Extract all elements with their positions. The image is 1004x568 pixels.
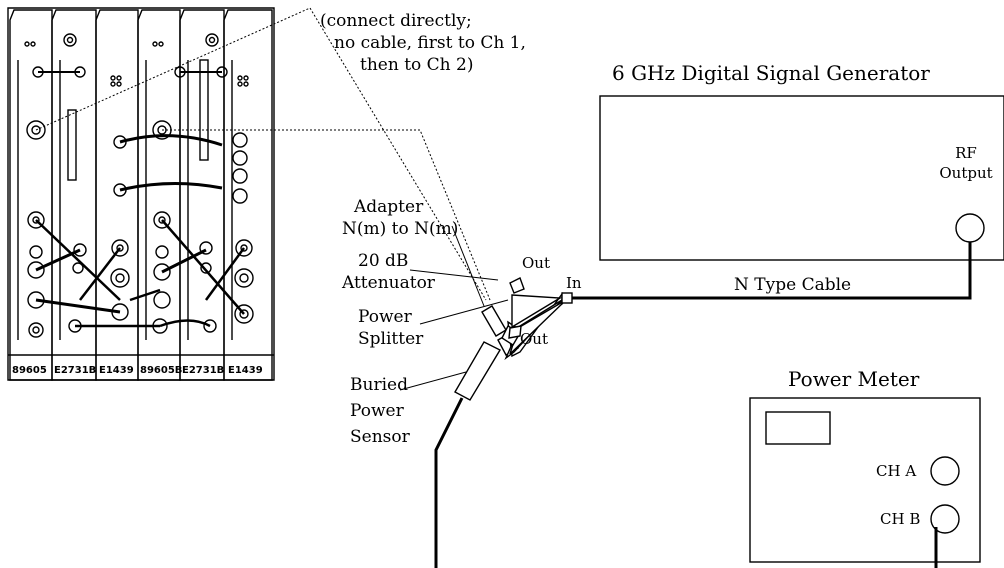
channel-a-connector-icon xyxy=(930,456,960,486)
note-line-2: no cable, first to Ch 1, xyxy=(334,33,526,53)
signal-generator: 6 GHz Digital Signal Generator RF Output xyxy=(599,61,1004,261)
attenuator-label-1: 20 dB xyxy=(358,251,408,271)
power-meter-title: Power Meter xyxy=(788,367,920,391)
splitter-input-port xyxy=(561,292,573,304)
splitter-label-2: Splitter xyxy=(358,329,424,349)
sensor-label-1: Buried xyxy=(350,375,408,395)
rf-output-label-2: Output xyxy=(939,164,992,182)
module-label-6: E1439 xyxy=(228,365,263,376)
component-labels: Adapter N(m) to N(m) 20 dB Attenuator Po… xyxy=(341,197,582,447)
port-out-top-label: Out xyxy=(522,254,550,272)
note-line-1: (connect directly; xyxy=(320,11,472,31)
adapter-label-1: Adapter xyxy=(353,197,424,217)
note-line-3: then to Ch 2) xyxy=(360,55,473,75)
direct-connection-leaders xyxy=(35,7,491,301)
port-in-label: In xyxy=(566,274,582,292)
vxi-mainframe xyxy=(7,7,275,381)
splitter-label-1: Power xyxy=(358,307,413,327)
port-out-bottom-label: Out xyxy=(520,330,548,348)
n-type-cable: N Type Cable xyxy=(572,242,972,300)
splitter-assembly xyxy=(454,291,573,401)
module-label-4: 89605B xyxy=(140,365,182,376)
module-label-1: 89605 xyxy=(12,365,47,376)
sensor-label-2: Power xyxy=(350,401,405,421)
power-meter-display xyxy=(765,411,831,445)
channel-b-label: CH B xyxy=(880,510,920,528)
module-label-3: E1439 xyxy=(99,365,134,376)
rf-output-label-1: RF xyxy=(955,144,977,162)
power-splitter xyxy=(508,277,563,339)
signal-generator-title: 6 GHz Digital Signal Generator xyxy=(612,61,930,85)
channel-b-connector-icon xyxy=(930,504,960,534)
sensor-cable xyxy=(434,397,464,568)
power-meter: Power Meter CH A CH B xyxy=(749,367,981,563)
buried-power-sensor-body xyxy=(454,341,501,401)
cable-label: N Type Cable xyxy=(734,275,851,295)
channel-a-label: CH A xyxy=(876,462,916,480)
signal-generator-body xyxy=(599,95,1004,261)
sensor-label-3: Sensor xyxy=(350,427,411,447)
rf-output-connector-icon xyxy=(955,213,985,243)
adapter-label-2: N(m) to N(m) xyxy=(342,219,458,239)
module-label-2: E2731B xyxy=(54,365,96,376)
module-label-5: E2731B xyxy=(182,365,224,376)
direct-connect-note: (connect directly; no cable, first to Ch… xyxy=(320,11,526,75)
adapter-body xyxy=(481,305,507,337)
module-labels: 89605 E2731B E1439 89605B E2731B E1439 xyxy=(12,365,263,376)
attenuator-label-2: Attenuator xyxy=(341,273,436,293)
